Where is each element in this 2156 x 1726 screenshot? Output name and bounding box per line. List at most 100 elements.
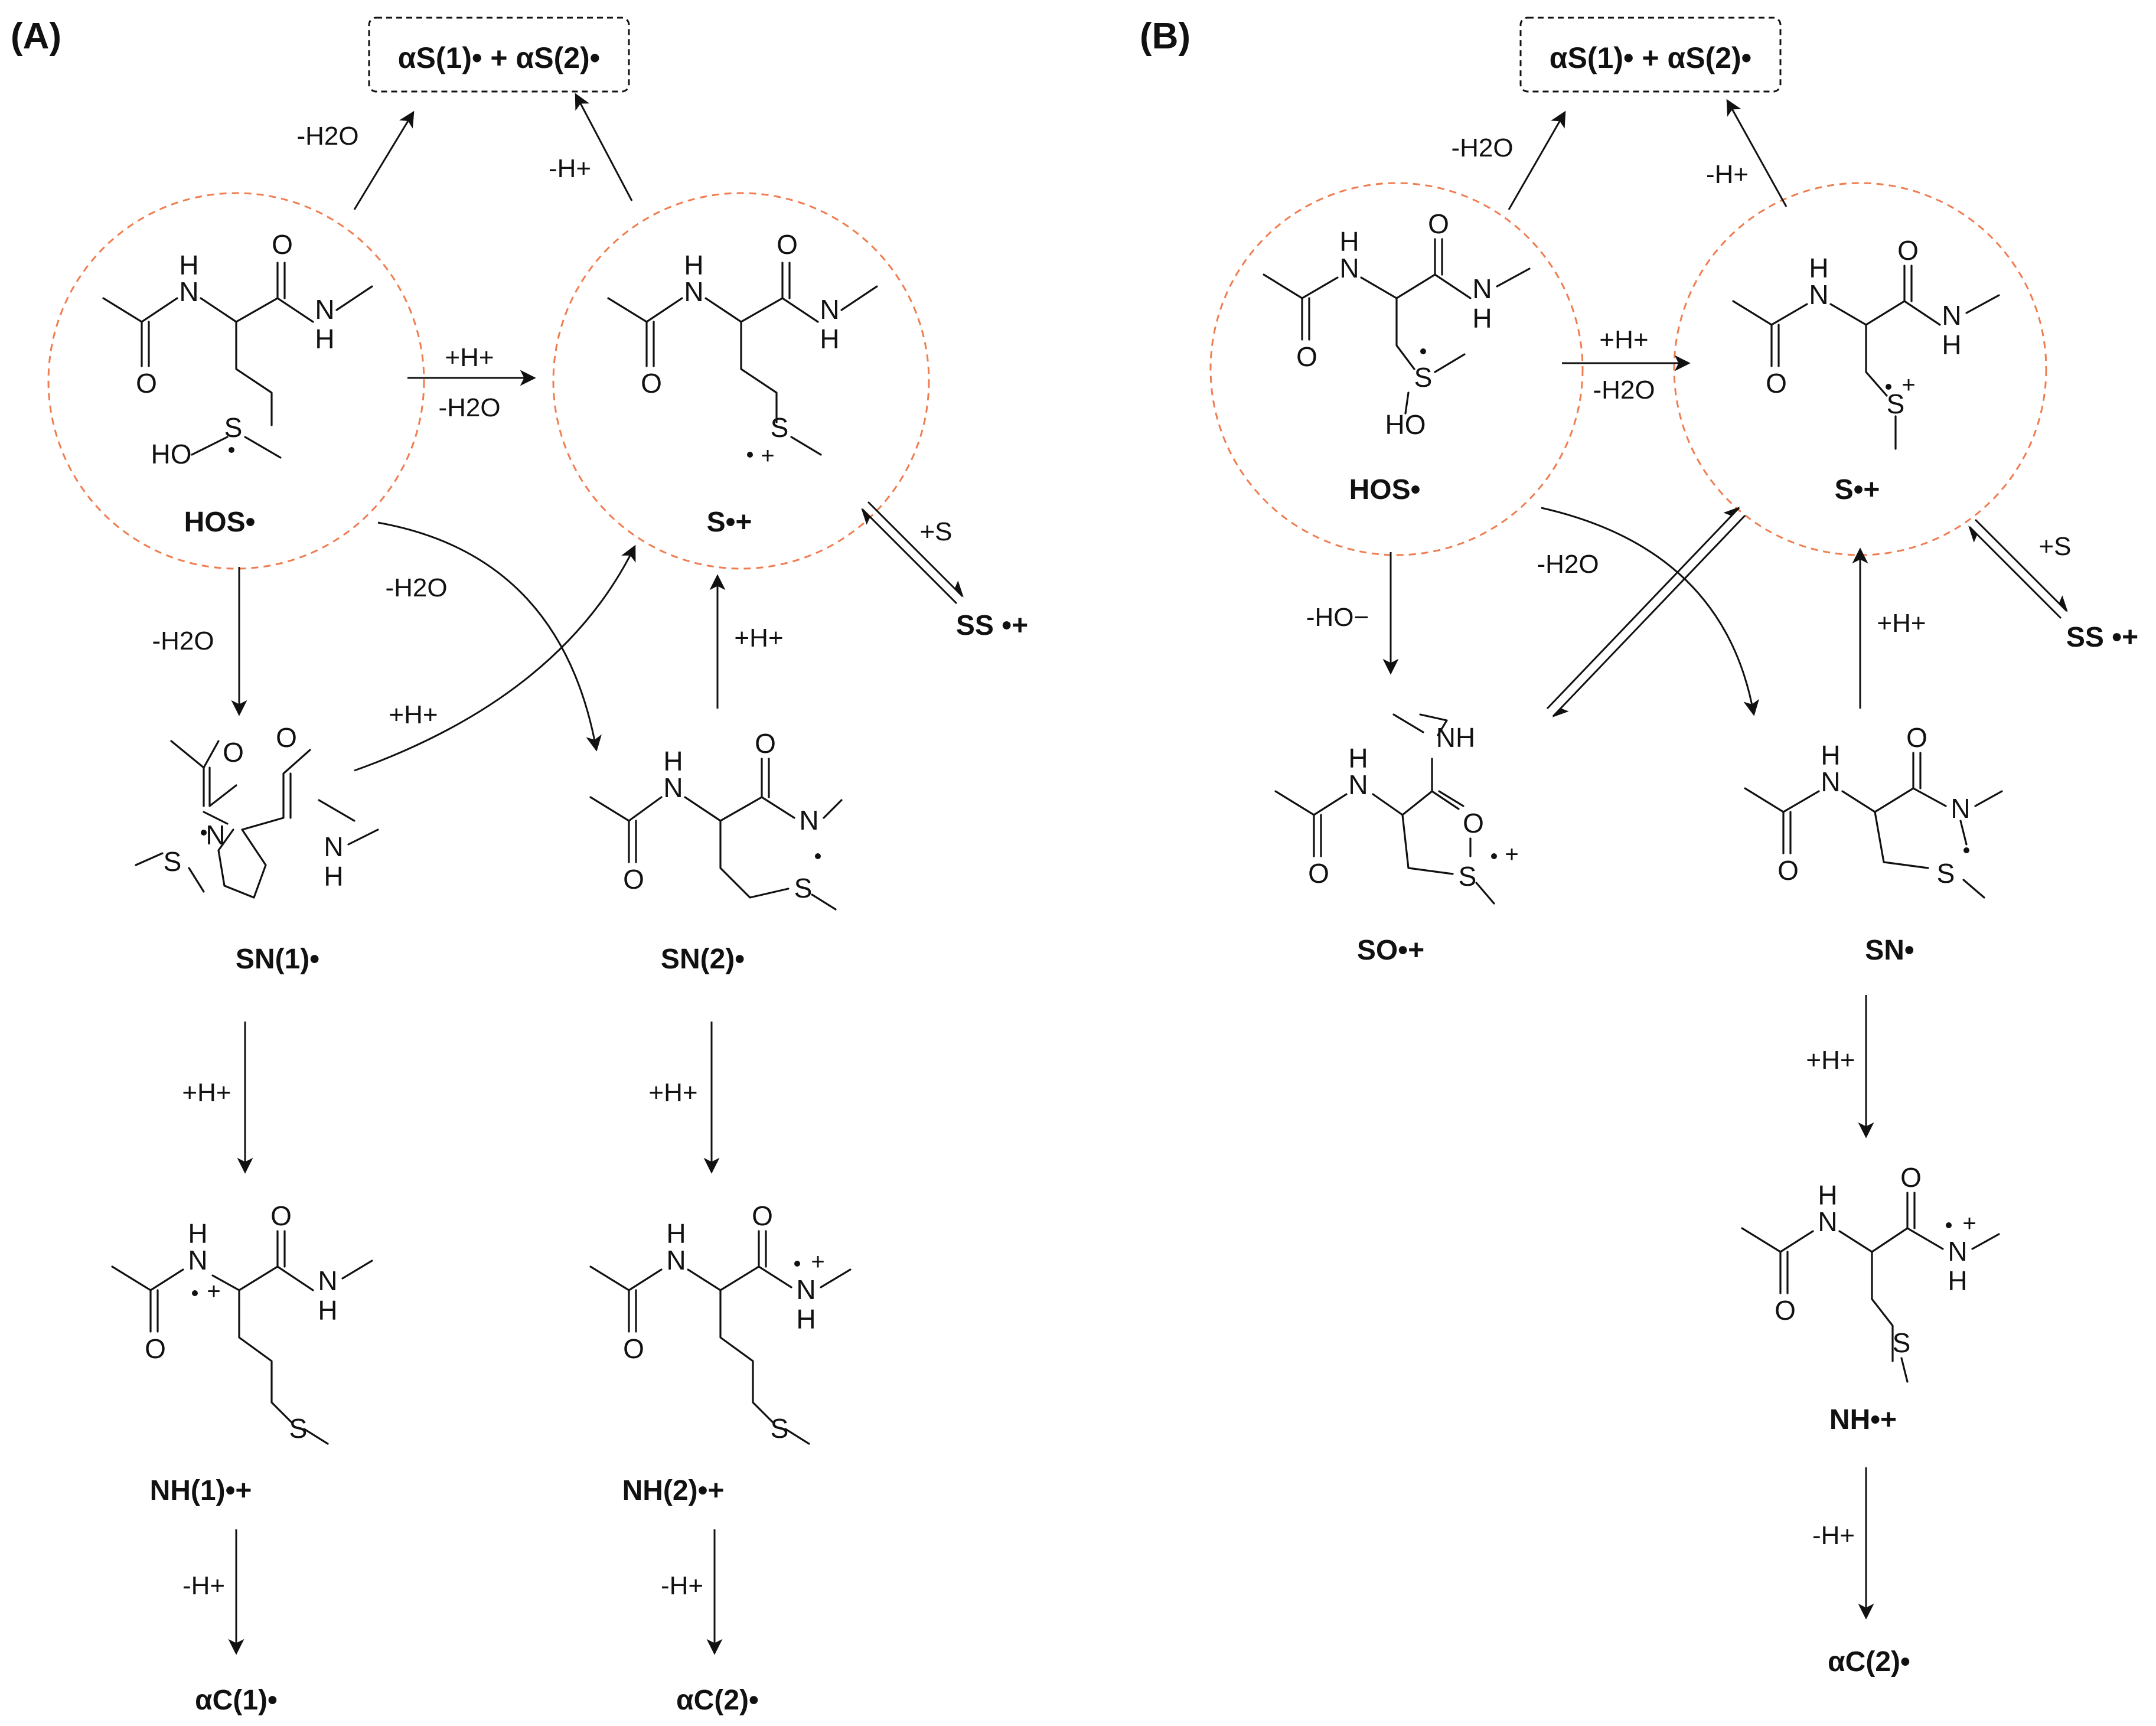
panel-a-step-s-box: -H+ bbox=[549, 154, 591, 183]
svg-text:S: S bbox=[771, 412, 789, 443]
svg-text:N: N bbox=[684, 276, 703, 307]
panel-a-tag: (A) bbox=[11, 16, 61, 57]
svg-text:O: O bbox=[223, 737, 244, 768]
panel-a-nh1-structure: H N + O O N H S bbox=[111, 1200, 373, 1445]
panel-a-arrow-hos-box bbox=[353, 110, 415, 210]
svg-text:O: O bbox=[641, 368, 662, 399]
panel-a-step-sn2-s: +H+ bbox=[734, 624, 783, 652]
svg-text:H: H bbox=[684, 250, 703, 280]
svg-text:N: N bbox=[1942, 300, 1961, 331]
panel-a-hos-structure: H N O N H O S HO bbox=[102, 229, 373, 469]
panel-b-step-s-box: -H+ bbox=[1706, 160, 1749, 189]
svg-text:H: H bbox=[318, 1295, 337, 1326]
panel-a-step-nh1-ac1: -H+ bbox=[182, 1571, 225, 1600]
panel-a-step-nh2-ac2: -H+ bbox=[661, 1571, 703, 1600]
panel-b-step-s-ss: +S bbox=[2038, 532, 2071, 561]
panel-b-step-sn-nh: +H+ bbox=[1806, 1046, 1855, 1075]
svg-text:H: H bbox=[324, 861, 343, 892]
panel-b-arrow-s-box bbox=[1726, 99, 1788, 207]
svg-text:H: H bbox=[188, 1218, 207, 1249]
svg-text:H: H bbox=[1818, 1180, 1837, 1211]
panel-b-so-label: SO•+ bbox=[1357, 935, 1424, 966]
svg-text:S: S bbox=[771, 1413, 789, 1444]
svg-text:O: O bbox=[272, 229, 293, 260]
panel-a-step-hos-s-bottom: -H2O bbox=[438, 393, 500, 422]
svg-text:O: O bbox=[1775, 1295, 1796, 1326]
svg-text:S: S bbox=[224, 412, 243, 443]
panel-b-s-label: S•+ bbox=[1835, 474, 1880, 505]
panel-a-step-hos-s-top: +H+ bbox=[445, 343, 494, 372]
svg-text:H: H bbox=[315, 324, 334, 354]
svg-text:H: H bbox=[796, 1304, 816, 1335]
panel-a-sn1-label: SN(1)• bbox=[236, 944, 319, 975]
panel-a-step-hos-sn2: -H2O bbox=[385, 573, 447, 602]
svg-text:HO: HO bbox=[1385, 409, 1426, 440]
svg-text:H: H bbox=[666, 1218, 686, 1249]
svg-text:S: S bbox=[1887, 389, 1905, 419]
panel-a-s-structure: H N O N H O S + bbox=[607, 229, 878, 469]
panel-a-arrow-sn1-s bbox=[354, 544, 636, 772]
svg-text:O: O bbox=[270, 1200, 292, 1231]
svg-text:N: N bbox=[820, 294, 839, 325]
svg-text:O: O bbox=[1428, 208, 1449, 239]
panel-a-arrow-hos-sn2 bbox=[377, 521, 602, 752]
svg-text:+: + bbox=[207, 1278, 220, 1304]
svg-text:O: O bbox=[276, 722, 297, 753]
svg-text:N: N bbox=[315, 294, 334, 325]
panel-a-ac2-label: αC(2)• bbox=[676, 1685, 759, 1716]
svg-text:O: O bbox=[752, 1200, 773, 1231]
svg-text:O: O bbox=[145, 1333, 166, 1364]
panel-b: (B) αS(1)• + αS(2)• H N O O N H S HO HOS… bbox=[1140, 16, 2138, 1678]
svg-text:NH: NH bbox=[1436, 722, 1475, 753]
panel-a-step-hos-sn1: -H2O bbox=[152, 627, 214, 655]
panel-b-step-hos-s-top: +H+ bbox=[1599, 325, 1648, 354]
svg-text:N: N bbox=[663, 772, 683, 803]
svg-text:H: H bbox=[1339, 226, 1359, 257]
svg-text:N: N bbox=[1472, 273, 1492, 304]
svg-text:H: H bbox=[1942, 329, 1961, 360]
svg-text:+: + bbox=[1505, 841, 1518, 867]
panel-b-step-hos-sn: -H2O bbox=[1537, 550, 1599, 579]
panel-b-sn-structure: H N O O N S bbox=[1744, 722, 2003, 899]
svg-text:O: O bbox=[1308, 858, 1329, 889]
panel-b-step-sn-s: +H+ bbox=[1877, 609, 1926, 638]
svg-text:O: O bbox=[1906, 722, 1927, 753]
svg-text:HO: HO bbox=[151, 439, 192, 469]
svg-text:O: O bbox=[136, 368, 157, 399]
svg-text:N: N bbox=[799, 805, 818, 836]
svg-text:O: O bbox=[623, 864, 644, 895]
svg-text:+: + bbox=[1962, 1211, 1976, 1236]
svg-text:+: + bbox=[811, 1249, 824, 1275]
svg-text:N: N bbox=[206, 820, 225, 850]
panel-a-step-sn1-nh1: +H+ bbox=[182, 1078, 231, 1107]
svg-text:+: + bbox=[1901, 372, 1915, 398]
panel-b-step-hos-box: -H2O bbox=[1451, 133, 1513, 162]
svg-text:N: N bbox=[318, 1265, 337, 1296]
svg-text:N: N bbox=[1818, 1206, 1837, 1237]
svg-text:S: S bbox=[1893, 1327, 1911, 1358]
svg-text:S: S bbox=[1937, 858, 1955, 889]
panel-b-hos-circle bbox=[1209, 182, 1584, 556]
panel-b-hos-label: HOS• bbox=[1349, 474, 1421, 505]
panel-b-product-box bbox=[1519, 17, 1782, 93]
panel-b-arrow-s-ss bbox=[1974, 518, 2068, 612]
svg-text:N: N bbox=[1809, 279, 1828, 310]
panel-b-nh-label: NH•+ bbox=[1829, 1404, 1897, 1435]
panel-a-step-sn2-nh2: +H+ bbox=[648, 1078, 697, 1107]
svg-text:N: N bbox=[179, 276, 198, 307]
svg-text:O: O bbox=[1463, 808, 1484, 838]
panel-b-sn-label: SN• bbox=[1865, 935, 1914, 966]
panel-b-arrow-so-s bbox=[1546, 507, 1740, 710]
svg-text:H: H bbox=[179, 250, 198, 280]
svg-text:S: S bbox=[289, 1413, 308, 1444]
panel-b-step-hos-s-bottom: -H2O bbox=[1593, 376, 1655, 404]
svg-text:N: N bbox=[1348, 769, 1368, 800]
svg-text:N: N bbox=[1950, 793, 1970, 824]
panel-b-hos-structure: H N O O N H S HO bbox=[1263, 208, 1531, 440]
panel-b-arrow-hos-sn bbox=[1541, 507, 1760, 716]
panel-a-step-s-ss: +S bbox=[919, 517, 952, 546]
panel-a-nh1-label: NH(1)•+ bbox=[150, 1475, 252, 1506]
panel-a-s-label: S•+ bbox=[707, 507, 752, 538]
panel-b-tag: (B) bbox=[1140, 16, 1190, 57]
svg-text:N: N bbox=[666, 1245, 686, 1275]
